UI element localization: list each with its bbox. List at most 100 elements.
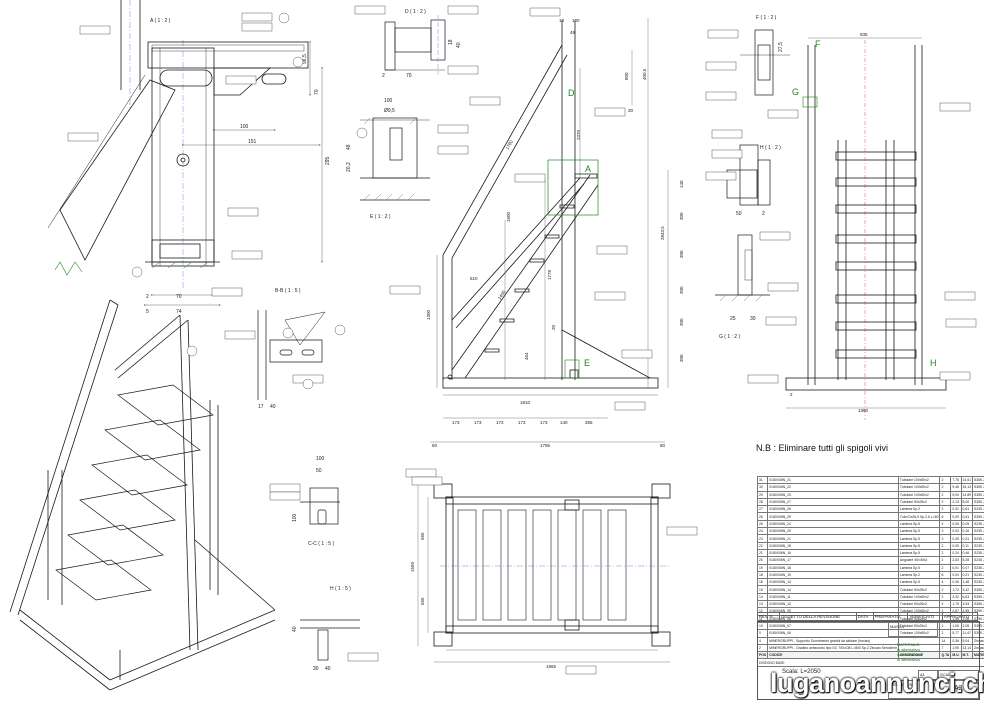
dim-s7: 1810 — [520, 400, 531, 405]
bom-cell: 14 — [758, 593, 768, 600]
dim-s31: 80 — [660, 443, 666, 448]
view-label-bb: B-B ( 1 : 5 ) — [275, 288, 301, 294]
dim-cc2: 50 — [316, 468, 322, 474]
bom-cell: S235 JR — [973, 564, 984, 571]
view-label-h: H ( 1 : 2 ) — [760, 145, 781, 151]
dim-d4: 40 — [456, 42, 462, 48]
dim-g2: 30 — [750, 316, 756, 322]
bom-cell: 2 — [940, 520, 951, 527]
bom-cell: S355 J2H — [973, 491, 984, 498]
bom-cell: 22 — [758, 542, 768, 549]
bom-cell: Tubolare 50x25x2 — [898, 586, 940, 593]
dim-s32: 20 — [551, 324, 556, 330]
bom-cell: 25 — [758, 520, 768, 527]
detail-bb-view — [258, 310, 325, 400]
bom-cell: S235 JR — [973, 520, 984, 527]
engineering-note: N.B : Eliminare tutti gli spigoli vivi — [756, 443, 888, 453]
bom-cell: 1,48 — [961, 579, 973, 586]
detail-e-callout-box — [565, 360, 579, 378]
dim-s24: 300 — [679, 354, 684, 362]
bom-cell: 0,31 — [951, 506, 961, 513]
dim-s20: 300 — [679, 212, 684, 220]
bom-cell: S235 JR — [973, 542, 984, 549]
dim-s30: 100 — [572, 18, 580, 23]
bom-cell: 15,13 — [961, 484, 973, 491]
bom-cell: Tubo Dx26,9 Sp.2,6 L=60 — [898, 513, 940, 520]
bom-cell: 0,09 — [961, 520, 973, 527]
dim-e4: 20,2 — [346, 162, 352, 172]
bom-cell: 0180X06N_23 — [768, 491, 899, 498]
dim-s17: 2843,5 — [660, 226, 665, 240]
bom-cell: Lamiera Sp.2 — [898, 571, 940, 578]
view-label-cc: C-C ( 1 : 5 ) — [308, 541, 334, 547]
dim-s3: 510 — [470, 276, 478, 281]
bom-cell: 0,16 — [961, 528, 973, 535]
dim-a7: 70 — [176, 294, 182, 300]
bom-cell: 0,07 — [961, 564, 973, 571]
detail-d-view — [385, 15, 445, 75]
dim-s33: 464 — [524, 352, 529, 360]
bom-cell: 0,03 — [951, 528, 961, 535]
bom-cell: Lamiera Sp.2 — [898, 506, 940, 513]
bom-cell: 0180X06N_10 — [768, 601, 899, 608]
dim-s19: 140 — [679, 180, 684, 188]
sheet-size: A2 — [954, 685, 963, 692]
callout-letter-d: D — [568, 88, 575, 98]
dim-bb2: 40 — [270, 404, 276, 410]
view-label-d: D ( 1 : 2 ) — [405, 9, 426, 15]
dim-t1: 1865 — [546, 664, 557, 669]
bom-cell: 5,28 — [961, 557, 973, 564]
bom-cell: 6 — [940, 513, 951, 520]
isometric-view — [10, 300, 275, 690]
dim-s27: 30 — [628, 108, 634, 113]
bom-cell: 19 — [758, 564, 768, 571]
bom-cell: 0180X06N_11 — [768, 593, 899, 600]
bom-cell: 2 — [940, 601, 951, 608]
bom-cell: 15 — [758, 586, 768, 593]
bom-cell: Tubolare 100x50x2 — [898, 484, 940, 491]
bom-cell: 13 — [758, 601, 768, 608]
bom-cell: 0180X06N_14 — [768, 586, 899, 593]
bom-cell: 18 — [758, 571, 768, 578]
dim-d3: 18 — [448, 39, 454, 45]
bom-cell: 9,46 — [951, 484, 961, 491]
bom-cell: 0180X06N_13 — [768, 579, 899, 586]
bom-cell: 1,72 — [951, 586, 961, 593]
bom-cell: S355 J2H — [973, 477, 984, 484]
bom-cell: Tubolare 50x25x2 — [898, 498, 940, 505]
dim-h2: 2 — [762, 211, 765, 217]
view-label-h5: H ( 1 : 5 ) — [330, 586, 351, 592]
bom-cell: 0,61 — [961, 513, 973, 520]
callout-letter-h: H — [930, 358, 937, 368]
bom-cell: 2,63 — [951, 557, 961, 564]
massa-label: MASSA — [890, 624, 904, 629]
bom-cell: 8,00 — [961, 498, 973, 505]
bom-cell: S355 J2H — [973, 586, 984, 593]
bom-cell: 23 — [758, 535, 768, 542]
bom-cell: 0180X06N_18 — [768, 564, 899, 571]
bom-cell: 2 — [940, 484, 951, 491]
bom-cell: 3,32 — [951, 593, 961, 600]
bom-cell: 0180X06N_22 — [768, 484, 899, 491]
dim-e1: 100 — [384, 98, 393, 104]
bom-cell: 2 — [940, 498, 951, 505]
detail-cc-view — [300, 488, 340, 524]
dim-s10: 173 — [452, 420, 460, 425]
bom-cell: Lamiera Sp.5 — [898, 579, 940, 586]
bom-cell: S355 J2H — [973, 513, 984, 520]
bom-cell: 0180X06N_27 — [768, 498, 899, 505]
bom-cell: Lamiera Sp.5 — [898, 564, 940, 571]
